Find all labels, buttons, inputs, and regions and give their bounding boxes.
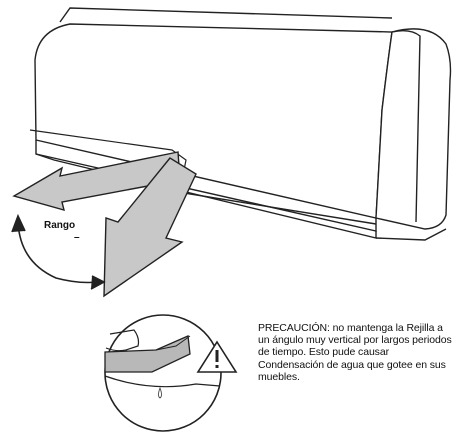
range-dash: – [74, 232, 80, 243]
airflow-arrow [103, 157, 197, 298]
range-label: Rango [44, 220, 76, 231]
warning-triangle-icon [196, 340, 238, 373]
condensation-detail [104, 314, 222, 432]
range-arc [11, 213, 106, 290]
caution-text: PRECAUCIÓN: no mantenga la Rejilla a un … [258, 322, 452, 383]
air-conditioner-unit [29, 7, 452, 241]
water-drop-icon [158, 386, 162, 399]
